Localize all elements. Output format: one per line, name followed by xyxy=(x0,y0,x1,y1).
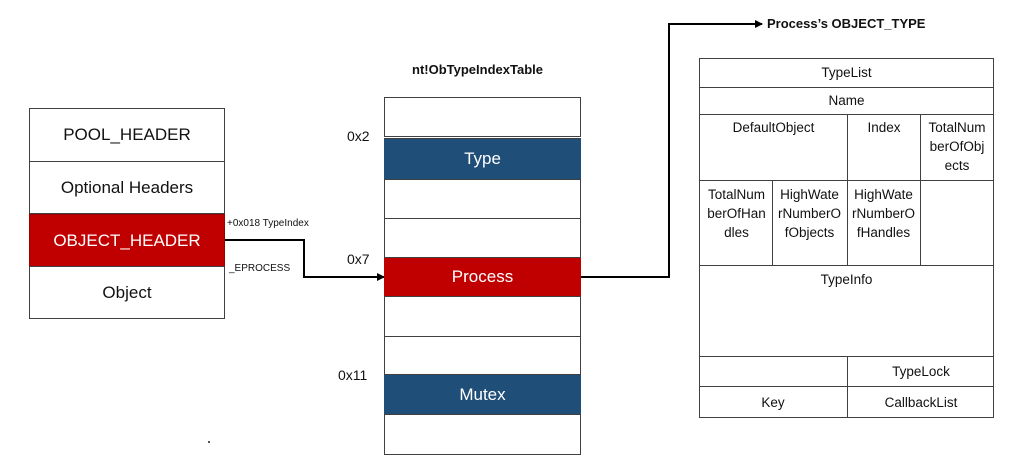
divider xyxy=(699,265,994,266)
process-entry: Process xyxy=(384,257,581,297)
offset-mutex: 0x11 xyxy=(338,367,368,383)
divider xyxy=(699,87,994,88)
table-row xyxy=(384,414,581,455)
table-row xyxy=(384,336,581,375)
divider xyxy=(920,180,921,266)
optional-headers-cell: Optional Headers xyxy=(29,161,225,214)
mutex-entry: Mutex xyxy=(384,374,581,415)
high-water-number-of-handles-field: HighWaterNumberOfHandles xyxy=(852,187,916,240)
process-entry-label: Process xyxy=(451,267,514,286)
object-cell: Object xyxy=(29,266,225,319)
divider xyxy=(847,180,848,266)
type-entry-label: Type xyxy=(464,149,501,168)
stray-mark xyxy=(208,441,210,443)
divider xyxy=(920,114,921,181)
divider xyxy=(699,356,994,357)
type-list-field: TypeList xyxy=(821,65,872,80)
object-label: Object xyxy=(102,282,152,302)
offset-type: 0x2 xyxy=(347,128,370,144)
divider xyxy=(847,356,848,418)
divider xyxy=(699,114,994,115)
mutex-entry-label: Mutex xyxy=(459,384,506,404)
table-title: nt!ObTypeIndexTable xyxy=(412,62,543,77)
divider xyxy=(699,386,994,387)
type-info-field: TypeInfo xyxy=(820,272,873,287)
pool-header-cell: POOL_HEADER xyxy=(29,108,225,162)
default-object-field: DefaultObject xyxy=(732,120,815,135)
object-type-title: Process’s OBJECT_TYPE xyxy=(767,16,926,31)
divider xyxy=(772,180,773,266)
pool-header-label: POOL_HEADER xyxy=(63,125,191,144)
offset-process: 0x7 xyxy=(347,251,370,267)
index-field: Index xyxy=(867,120,901,135)
object-header-cell: OBJECT_HEADER xyxy=(29,214,225,267)
object-type-outline xyxy=(699,58,994,418)
table-row xyxy=(384,218,581,258)
key-field: Key xyxy=(761,395,785,410)
table-row xyxy=(384,296,581,337)
name-field: Name xyxy=(828,93,865,108)
type-entry: Type xyxy=(384,138,581,180)
divider xyxy=(847,114,848,181)
object-header-to-table-arrow xyxy=(224,239,385,281)
eprocess-label: _EPROCESS xyxy=(229,263,291,274)
object-header-label: OBJECT_HEADER xyxy=(53,230,201,250)
total-number-of-handles-field: TotalNumberOfHandles xyxy=(707,187,766,240)
type-index-label: +0x018 TypeIndex xyxy=(227,218,309,229)
type-lock-field: TypeLock xyxy=(892,364,950,379)
table-row xyxy=(384,97,581,137)
total-number-of-objects-field: TotalNumberOfObjects xyxy=(928,120,986,173)
process-to-object-type-arrow xyxy=(580,20,763,278)
optional-headers-label: Optional Headers xyxy=(60,177,194,197)
divider xyxy=(699,180,994,181)
high-water-number-of-objects-field: HighWaterNumberOfObjects xyxy=(778,187,842,240)
callback-list-field: CallbackList xyxy=(884,395,958,410)
table-row xyxy=(384,179,581,219)
